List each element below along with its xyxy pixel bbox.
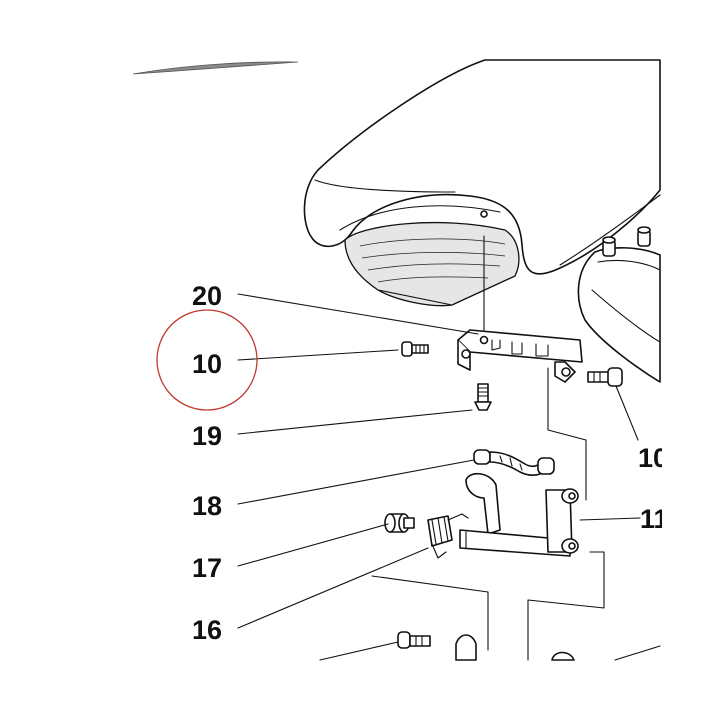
screw-down-part (474, 383, 492, 411)
callout-10: 10 (192, 349, 222, 379)
hinge-bracket-part (457, 329, 583, 383)
underside-tray-part (344, 210, 520, 307)
callout-19: 19 (192, 421, 222, 451)
bushing-part (384, 513, 415, 533)
screw-right-part (587, 367, 623, 387)
highlight-circle (156, 309, 258, 411)
callout-17: 17 (192, 553, 222, 583)
spring-part (427, 513, 469, 559)
lower-bracket-part (455, 634, 477, 661)
guide-line-hinge (527, 551, 605, 661)
seat-cover-part (303, 59, 661, 275)
frame-rail-part (577, 226, 661, 383)
screw-left-part (401, 341, 429, 357)
link-rod-part (473, 449, 555, 477)
brush-stroke-mark (132, 61, 299, 75)
lower-hinge-part (551, 651, 575, 661)
callout-16: 16 (192, 615, 222, 645)
callout-20: 20 (192, 281, 222, 311)
guide-line-lower (371, 575, 489, 651)
leader-lines (237, 293, 641, 661)
screw-lower-part (397, 631, 431, 649)
crop-mask (662, 0, 720, 720)
guide-line-bracket (547, 367, 587, 501)
hinge-arm-part (459, 472, 579, 557)
callout-18: 18 (192, 491, 222, 521)
